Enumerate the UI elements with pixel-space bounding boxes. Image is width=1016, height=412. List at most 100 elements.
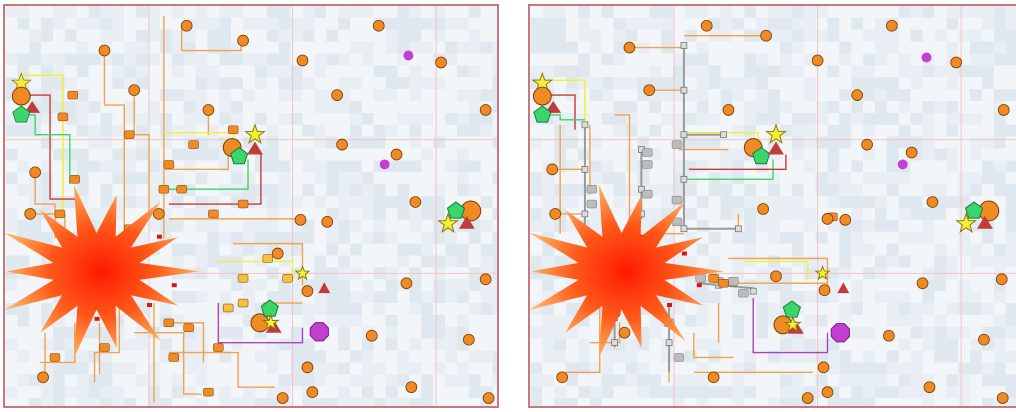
grid-cell — [923, 160, 935, 172]
grid-cell — [768, 184, 780, 196]
grid-cell — [326, 256, 338, 268]
grid-cell — [839, 149, 851, 161]
grid-cell — [851, 184, 863, 196]
grid-cell — [839, 196, 851, 208]
grid-cell — [148, 42, 160, 54]
grid-cell — [744, 18, 756, 30]
grid-cell — [279, 172, 291, 184]
grid-cell — [53, 398, 65, 406]
grid-cell — [302, 42, 314, 54]
grid-cell — [911, 291, 923, 303]
grid-cell — [732, 6, 744, 18]
grid-cell — [89, 137, 101, 149]
grid-cell — [338, 30, 350, 42]
grid-cell — [804, 232, 816, 244]
grid-cell — [184, 303, 196, 315]
grid-cell — [184, 6, 196, 18]
grid-cell — [946, 244, 958, 256]
grid-cell — [5, 6, 17, 18]
grid-cell — [481, 374, 493, 386]
grid-cell — [911, 89, 923, 101]
grid-cell — [887, 42, 899, 54]
grid-cell — [350, 362, 362, 374]
grid-cell — [219, 172, 231, 184]
grid-cell — [207, 327, 219, 339]
grid-cell — [887, 160, 899, 172]
grid-cell — [923, 232, 935, 244]
grid-cell — [207, 303, 219, 315]
grid-cell — [421, 18, 433, 30]
node-dot — [557, 372, 568, 383]
grid-cell — [958, 184, 970, 196]
grid-cell — [148, 101, 160, 113]
grid-cell — [911, 30, 923, 42]
grid-cell — [804, 160, 816, 172]
grid-cell — [481, 244, 493, 256]
grid-cell — [172, 303, 184, 315]
grid-cell — [255, 220, 267, 232]
grid-cell — [398, 398, 410, 406]
grid-cell — [566, 374, 578, 386]
network-map-left — [5, 6, 497, 406]
grid-cell — [172, 65, 184, 77]
grid-cell — [744, 6, 756, 18]
grid-cell — [481, 220, 493, 232]
grid-cell — [899, 184, 911, 196]
grid-cell — [626, 125, 638, 137]
grid-cell — [279, 362, 291, 374]
grid-cell — [374, 101, 386, 113]
map-panel-right[interactable] — [528, 4, 1016, 408]
grid-cell — [398, 196, 410, 208]
grid-cell — [77, 351, 89, 363]
grid-cell — [279, 101, 291, 113]
grid-cell — [982, 256, 994, 268]
grid-cell — [409, 339, 421, 351]
grid-cell — [768, 65, 780, 77]
grid-cell — [421, 172, 433, 184]
grid-cell — [362, 220, 374, 232]
grid-cell — [207, 256, 219, 268]
grid-cell — [721, 386, 733, 398]
grid-cell — [362, 113, 374, 125]
grid-cell — [911, 339, 923, 351]
grid-cell — [136, 172, 148, 184]
grid-cell — [124, 18, 136, 30]
grid-cell — [554, 327, 566, 339]
grid-cell — [911, 77, 923, 89]
grid-cell — [911, 232, 923, 244]
grid-cell — [207, 77, 219, 89]
grid-cell — [481, 54, 493, 66]
grid-cell — [863, 244, 875, 256]
grid-cell — [530, 386, 542, 398]
node-dot — [480, 274, 491, 285]
grid-cell — [780, 208, 792, 220]
grid-cell — [709, 101, 721, 113]
grid-cell — [875, 113, 887, 125]
grid-cell — [590, 125, 602, 137]
grid-cell — [160, 65, 172, 77]
grid-cell — [649, 125, 661, 137]
grid-cell — [721, 172, 733, 184]
grid-cell — [445, 184, 457, 196]
grid-cell — [804, 42, 816, 54]
grid-cell — [433, 208, 445, 220]
grid-cell — [77, 101, 89, 113]
grid-cell — [923, 6, 935, 18]
vehicle-icon — [70, 175, 80, 183]
grid-cell — [804, 244, 816, 256]
grid-cell — [326, 351, 338, 363]
map-panel-left[interactable] — [3, 4, 499, 408]
grid-cell — [744, 386, 756, 398]
grid-cell — [374, 113, 386, 125]
grid-cell — [875, 398, 887, 406]
grid-cell — [804, 279, 816, 291]
grid-cell — [374, 6, 386, 18]
grid-cell — [804, 196, 816, 208]
grid-cell — [172, 113, 184, 125]
grid-cell — [445, 125, 457, 137]
grid-cell — [709, 184, 721, 196]
magenta-dot — [922, 53, 932, 63]
grid-cell — [899, 89, 911, 101]
grid-cell — [267, 279, 279, 291]
grid-cell — [875, 77, 887, 89]
